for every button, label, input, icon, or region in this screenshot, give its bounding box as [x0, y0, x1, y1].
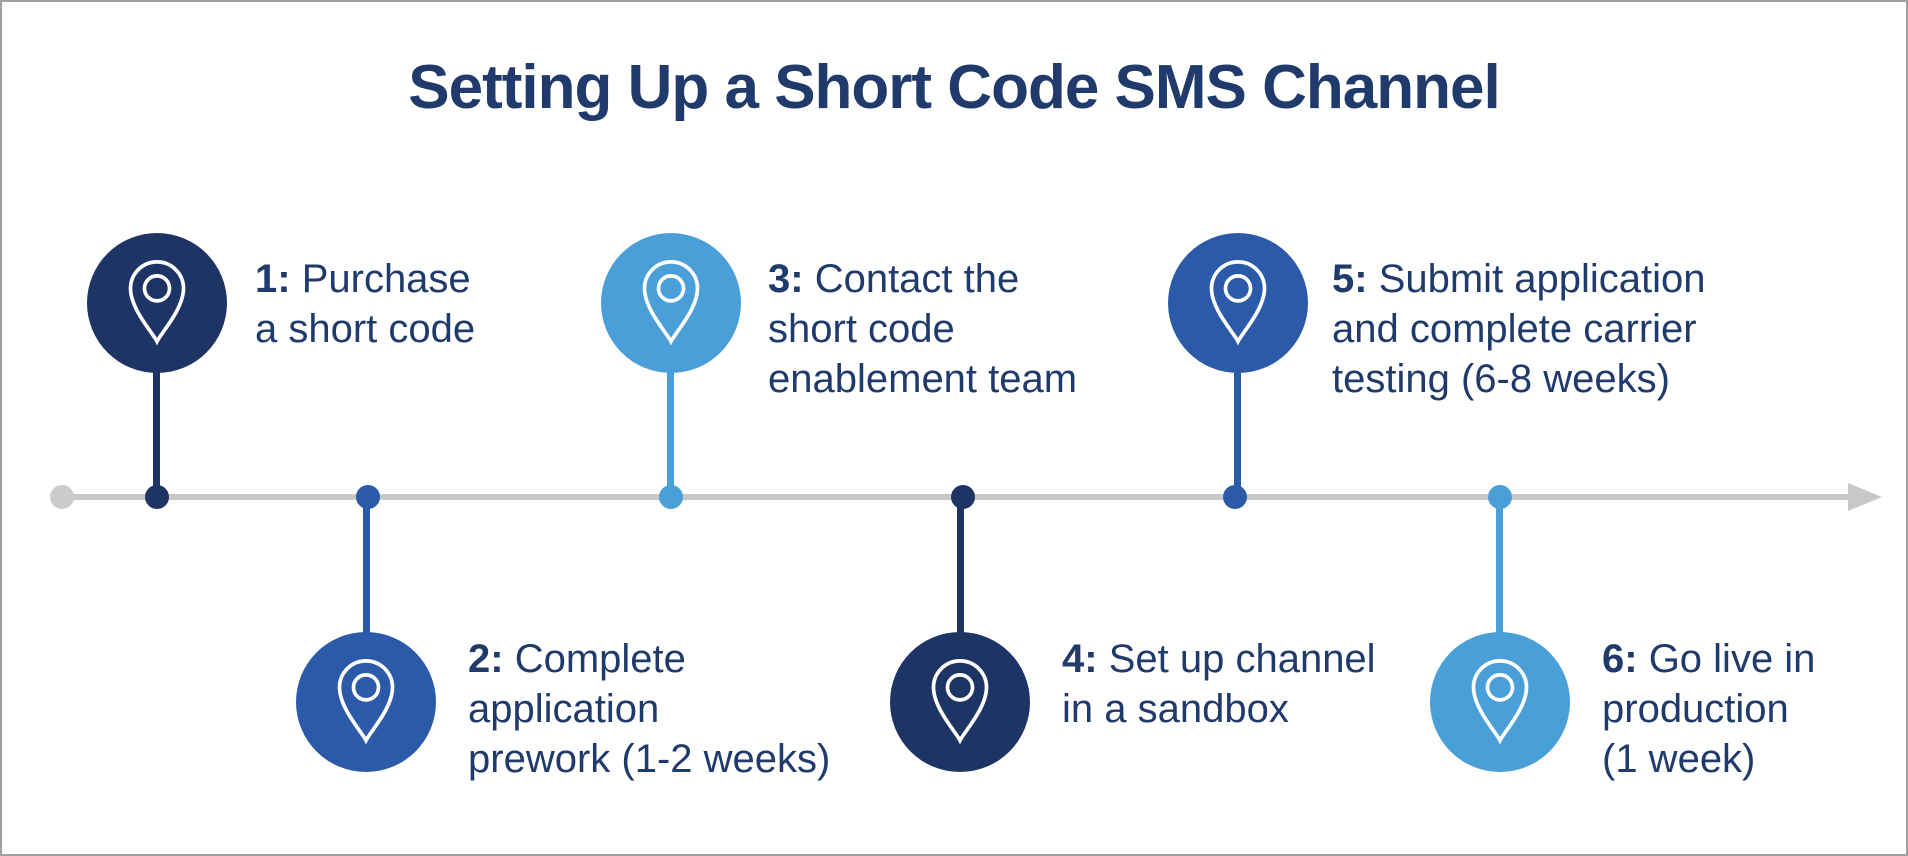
step-label: 3: Contact the short code enablement tea… — [768, 257, 1078, 401]
timeline-node-dot — [356, 485, 380, 509]
timeline-arrow-icon — [1848, 483, 1882, 511]
timeline-node-dot — [1488, 485, 1512, 509]
step-number: 3: — [768, 257, 804, 301]
step-label: 4: Set up channel in a sandbox — [1062, 637, 1376, 731]
step-connector-stem — [1496, 497, 1503, 634]
page-title: Setting Up a Short Code SMS Channel — [408, 53, 1500, 122]
location-pin-icon — [1471, 659, 1529, 745]
timeline-node-dot — [659, 485, 683, 509]
step-marker-badge — [1430, 632, 1570, 772]
location-pin-icon — [642, 260, 700, 346]
timeline-node-dot — [1223, 485, 1247, 509]
step-marker-badge — [1168, 233, 1308, 373]
step-marker-badge — [296, 632, 436, 772]
location-pin-icon — [931, 659, 989, 745]
step-connector-stem — [1234, 366, 1241, 497]
step-number: 6: — [1602, 637, 1638, 681]
step-connector-stem — [363, 497, 370, 634]
step-marker-badge — [601, 233, 741, 373]
step-label: 6: Go live in production (1 week) — [1602, 637, 1816, 781]
timeline-node-dot — [145, 485, 169, 509]
timeline-node-dot — [951, 485, 975, 509]
step-number: 1: — [255, 257, 291, 301]
timeline-start-dot — [50, 485, 74, 509]
location-pin-icon — [1209, 260, 1267, 346]
location-pin-icon — [128, 260, 186, 346]
step-number: 2: — [468, 637, 504, 681]
step-label: 2: Complete application prework (1-2 wee… — [468, 637, 831, 781]
step-label: 5: Submit application and complete carri… — [1332, 257, 1706, 401]
step-number: 5: — [1332, 257, 1368, 301]
step-connector-stem — [667, 366, 674, 497]
step-number: 4: — [1062, 637, 1098, 681]
step-label: 1: Purchase a short code — [255, 257, 476, 351]
step-connector-stem — [153, 366, 160, 497]
step-marker-badge — [890, 632, 1030, 772]
step-marker-badge — [87, 233, 227, 373]
step-connector-stem — [957, 497, 964, 634]
location-pin-icon — [337, 659, 395, 745]
